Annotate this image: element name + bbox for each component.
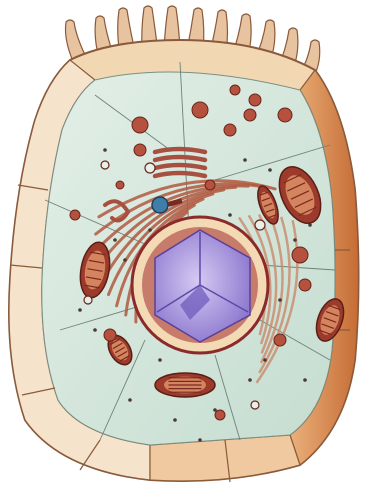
- vesicle: [132, 117, 148, 133]
- lysosome: [101, 161, 109, 169]
- vesicle: [274, 334, 286, 346]
- ribosome: [103, 148, 107, 152]
- vesicle: [278, 108, 292, 122]
- vesicle: [244, 109, 256, 121]
- ribosome: [278, 298, 282, 302]
- ribosome: [268, 168, 272, 172]
- vesicle: [215, 410, 225, 420]
- ribosome: [93, 328, 97, 332]
- ribosome: [263, 358, 267, 362]
- ribosome: [213, 408, 217, 412]
- vesicle: [230, 85, 240, 95]
- ribosome: [78, 308, 82, 312]
- ribosome: [228, 213, 232, 217]
- vesicle: [134, 144, 146, 156]
- ribosome: [113, 238, 117, 242]
- ribosome: [128, 398, 132, 402]
- ribosome: [248, 378, 252, 382]
- mitochondrion: [155, 373, 215, 397]
- vesicle: [116, 181, 124, 189]
- vesicle: [70, 210, 80, 220]
- ribosome: [198, 438, 202, 442]
- ribosome: [123, 258, 127, 262]
- vesicle: [299, 279, 311, 291]
- ribosome: [158, 358, 162, 362]
- vesicle: [192, 102, 208, 118]
- vesicle: [205, 180, 215, 190]
- ribosome: [293, 238, 297, 242]
- ribosome: [148, 228, 152, 232]
- ribosome: [173, 418, 177, 422]
- lysosome: [84, 296, 92, 304]
- ribosome: [308, 223, 312, 227]
- nucleus: [132, 217, 268, 353]
- lysosome: [255, 220, 265, 230]
- vesicle: [104, 329, 116, 341]
- vesicle: [224, 124, 236, 136]
- ribosome: [303, 378, 307, 382]
- lysosome: [251, 401, 259, 409]
- vesicle: [292, 247, 308, 263]
- ribosome: [243, 158, 247, 162]
- lysosome: [145, 163, 155, 173]
- vesicle: [249, 94, 261, 106]
